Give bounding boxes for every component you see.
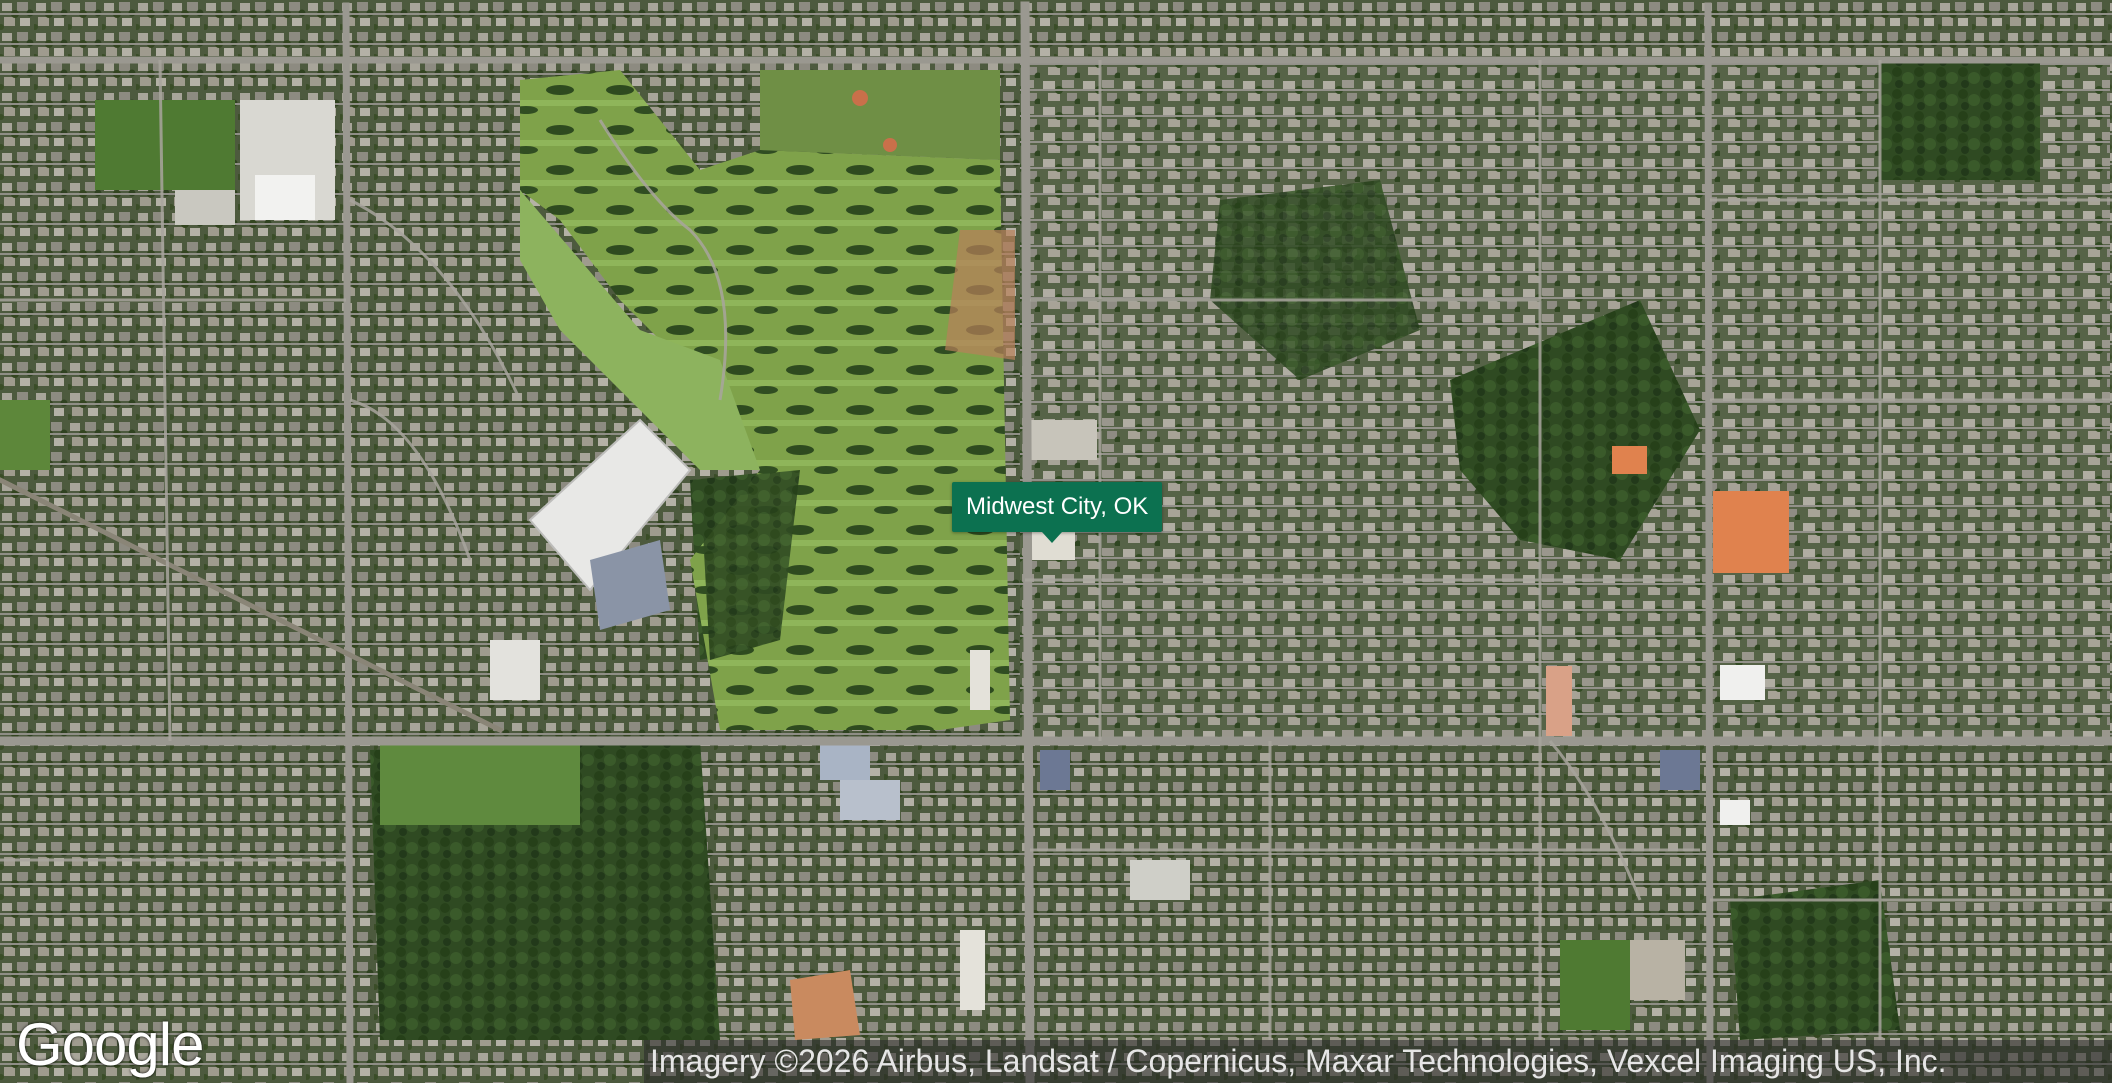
place-label[interactable]: Midwest City, OK (952, 482, 1163, 532)
place-label-pointer (1042, 532, 1062, 543)
imagery-attribution: Imagery ©2026 Airbus, Landsat / Copernic… (644, 1040, 2112, 1083)
google-logo: Google (16, 1011, 204, 1078)
